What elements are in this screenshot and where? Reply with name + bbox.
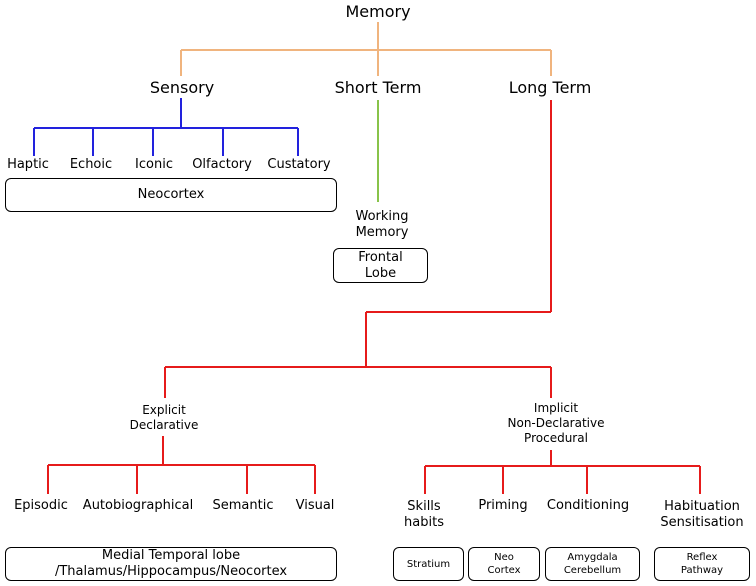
sensory-type-custatory: Custatory bbox=[267, 157, 331, 172]
implicit-region-label-reflex-pathway: Reflex Pathway bbox=[680, 552, 724, 576]
explicit-region-label: Medial Temporal lobe /Thalamus/Hippocamp… bbox=[54, 548, 288, 579]
explicit-region-box: Medial Temporal lobe /Thalamus/Hippocamp… bbox=[5, 547, 337, 581]
explicit-type-semantic: Semantic bbox=[212, 498, 274, 513]
implicit-region-box-amygdala-cerebellum: Amygdala Cerebellum bbox=[545, 547, 640, 581]
explicit-type-visual: Visual bbox=[295, 498, 335, 513]
long-term-connectors bbox=[47, 100, 701, 494]
implicit-region-box-reflex-pathway: Reflex Pathway bbox=[654, 547, 750, 581]
implicit-type-priming: Priming bbox=[478, 498, 528, 513]
long-term-label: Long Term bbox=[508, 78, 592, 97]
working-memory-label: Working Memory bbox=[355, 209, 409, 240]
implicit-type-habituation-sensitisation: Habituation Sensitisation bbox=[660, 499, 744, 530]
sensory-label: Sensory bbox=[149, 78, 215, 97]
implicit-region-box-neo-cortex: Neo Cortex bbox=[468, 547, 540, 581]
sensory-type-olfactory: Olfactory bbox=[192, 157, 252, 172]
sensory-type-echoic: Echoic bbox=[69, 157, 113, 172]
implicit-region-label-neo-cortex: Neo Cortex bbox=[487, 552, 521, 576]
explicit-label: Explicit Declarative bbox=[129, 403, 199, 432]
working-region-label: Frontal Lobe bbox=[358, 249, 403, 281]
implicit-label: Implicit Non-Declarative Procedural bbox=[507, 401, 605, 445]
sensory-region-box: Neocortex bbox=[5, 178, 337, 212]
short-term-label: Short Term bbox=[334, 78, 422, 97]
working-region-box: Frontal Lobe bbox=[333, 248, 428, 283]
memory-title: Memory bbox=[345, 2, 411, 21]
implicit-region-label-amygdala-cerebellum: Amygdala Cerebellum bbox=[563, 552, 622, 576]
sensory-type-iconic: Iconic bbox=[135, 157, 173, 172]
implicit-type-conditioning: Conditioning bbox=[546, 498, 630, 513]
explicit-type-episodic: Episodic bbox=[14, 498, 68, 513]
implicit-type-skills-habits: Skills habits bbox=[404, 499, 444, 530]
implicit-region-box-stratium: Stratium bbox=[393, 547, 464, 581]
explicit-type-autobiographical: Autobiographical bbox=[82, 498, 194, 513]
sensory-connectors bbox=[33, 98, 299, 156]
sensory-type-haptic: Haptic bbox=[7, 157, 49, 172]
implicit-region-label-stratium: Stratium bbox=[406, 558, 451, 570]
sensory-region-label: Neocortex bbox=[137, 187, 205, 202]
root-connectors bbox=[180, 22, 552, 76]
